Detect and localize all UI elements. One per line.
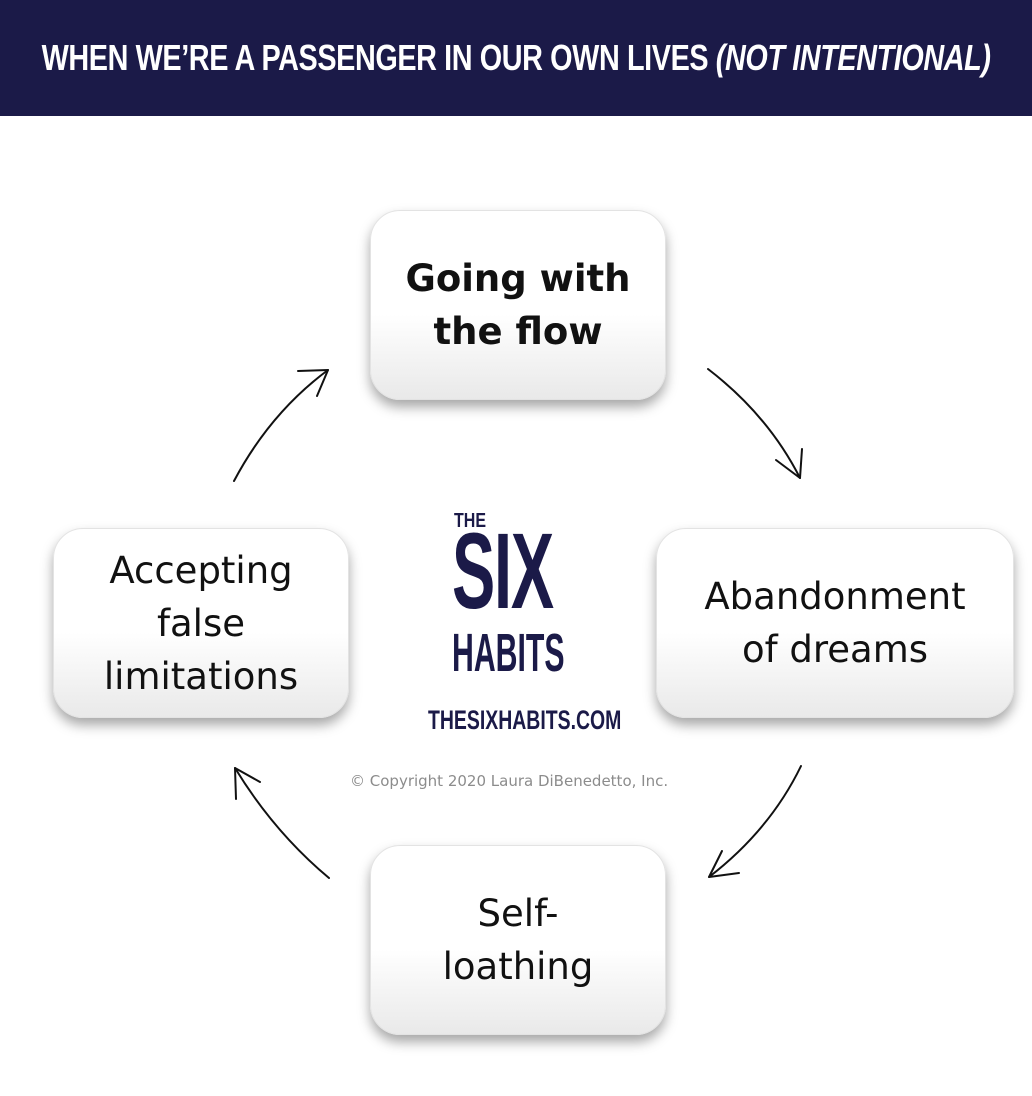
node-label-line: limitations	[103, 654, 299, 698]
header-banner: When we’re a passenger in our own lives …	[0, 0, 1032, 116]
website-url: THESIXHABITS.COM	[428, 705, 622, 735]
title-main: When we’re a passenger in our own lives	[41, 37, 709, 78]
logo-the: THE	[454, 510, 486, 532]
arrow-right-to-bottom	[708, 765, 802, 878]
logo-habits: HABITS	[452, 623, 565, 683]
arrowhead-left-to-top	[297, 369, 329, 397]
page-title: When we’re a passenger in our own lives …	[42, 37, 991, 79]
logo-six: SIX	[452, 510, 554, 631]
node-label-line: false	[156, 601, 246, 645]
arrowhead-right-to-bottom	[708, 850, 740, 878]
cycle-node-accepting-false-limitations: Accepting false limitations	[53, 528, 349, 718]
arrowhead-top-to-right	[775, 448, 803, 479]
title-emphasis: (not intentional)	[715, 37, 991, 78]
cycle-node-self-loathing: Self- loathing	[370, 845, 666, 1035]
cycle-node-going-with-the-flow: Going with the flow	[370, 210, 666, 400]
node-label-line: Accepting	[109, 548, 293, 592]
node-label-line: Self-	[477, 892, 559, 935]
arrowhead-bottom-to-left	[234, 767, 261, 800]
arrow-left-to-top	[233, 369, 329, 482]
node-label-line: of dreams	[741, 628, 929, 671]
arrow-top-to-right	[707, 368, 801, 479]
six-habits-logo: THE SIX HABITS	[440, 508, 600, 683]
node-label-line: Going with	[405, 257, 631, 300]
node-label-line: the flow	[433, 310, 603, 353]
arrow-bottom-to-left	[234, 767, 330, 879]
copyright-notice: © Copyright 2020 Laura DiBenedetto, Inc.	[350, 772, 669, 790]
node-label-line: loathing	[442, 945, 594, 988]
cycle-node-abandonment-of-dreams: Abandonment of dreams	[656, 528, 1014, 718]
node-label-line: Abandonment	[704, 575, 966, 618]
